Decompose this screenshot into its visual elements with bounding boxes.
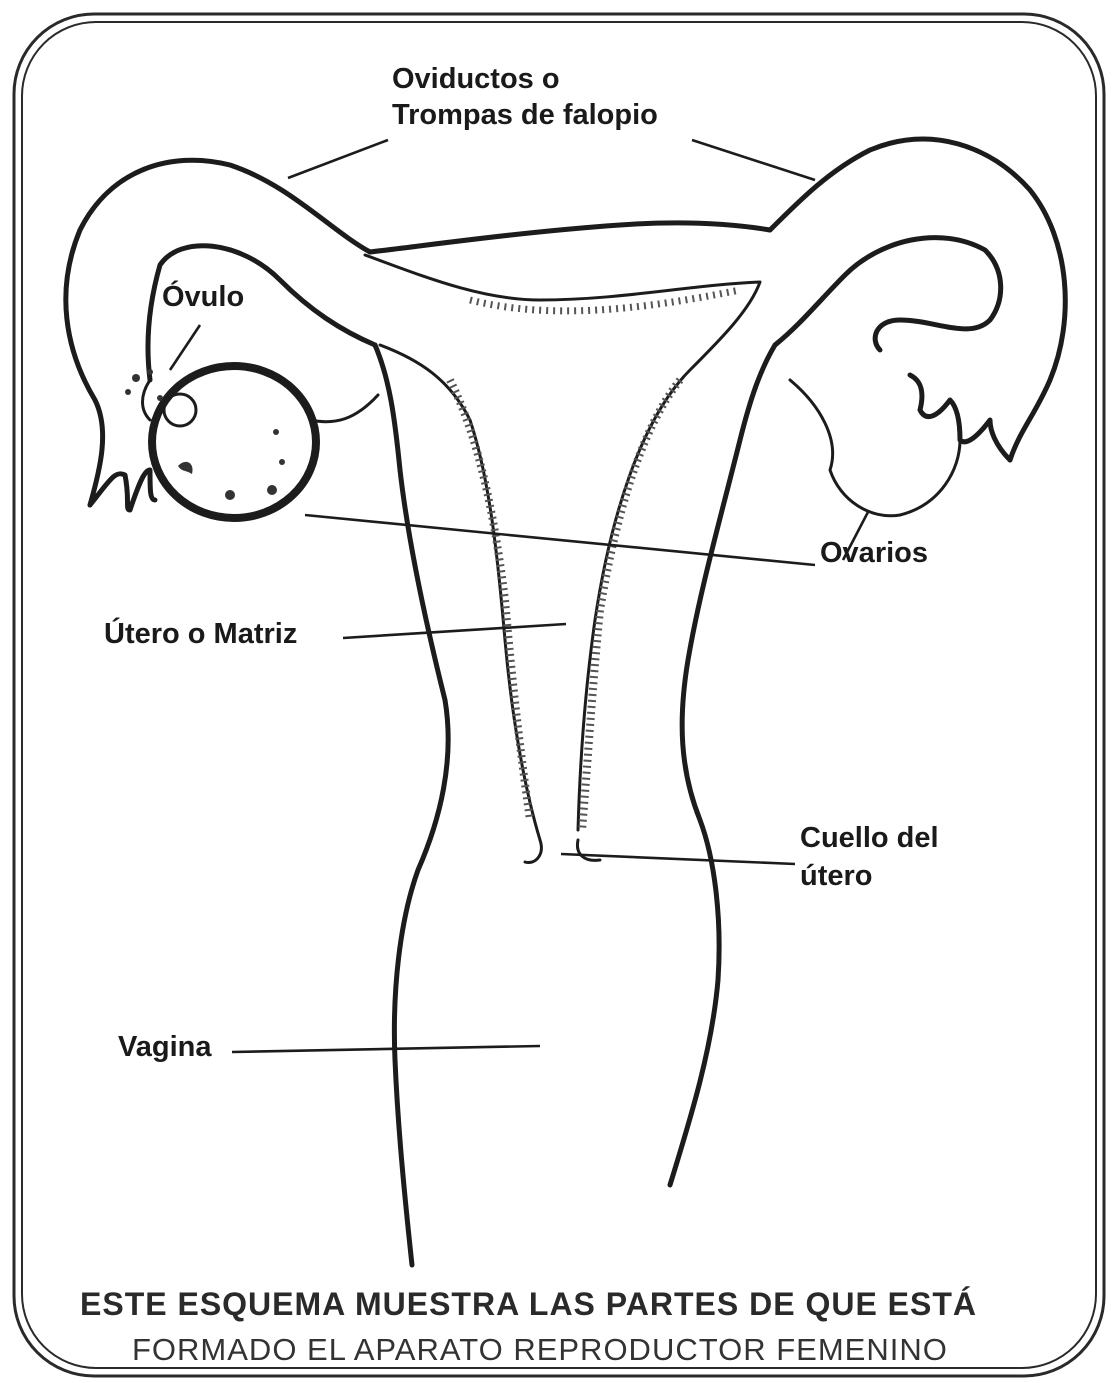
leader-oviductos-right (692, 140, 815, 180)
label-vagina: Vagina (118, 1031, 212, 1063)
label-cuello-line2: útero (800, 860, 873, 892)
caption-line2: FORMADO EL APARATO REPRODUCTOR FEMENINO (132, 1332, 948, 1367)
leader-vagina (232, 1046, 540, 1052)
caption-line1: ESTE ESQUEMA MUESTRA LAS PARTES DE QUE E… (80, 1286, 977, 1322)
frame-inner (22, 22, 1096, 1368)
frame-outer (14, 14, 1104, 1376)
leader-ovulo (170, 325, 200, 370)
label-ovarios: Ovarios (820, 537, 928, 569)
label-utero: Útero o Matriz (104, 616, 297, 650)
label-oviductos-line1: Oviductos o (392, 63, 560, 95)
leader-ovarios-left (305, 515, 815, 565)
right-ovary (790, 380, 960, 516)
label-oviductos-line2: Trompas de falopio (392, 99, 658, 131)
uterine-cavity (365, 255, 760, 863)
left-ovary (125, 366, 378, 518)
leader-oviductos-left (288, 140, 388, 178)
leader-utero (343, 624, 566, 638)
label-cuello-line1: Cuello del (800, 822, 939, 854)
label-ovulo: Óvulo (162, 279, 244, 313)
